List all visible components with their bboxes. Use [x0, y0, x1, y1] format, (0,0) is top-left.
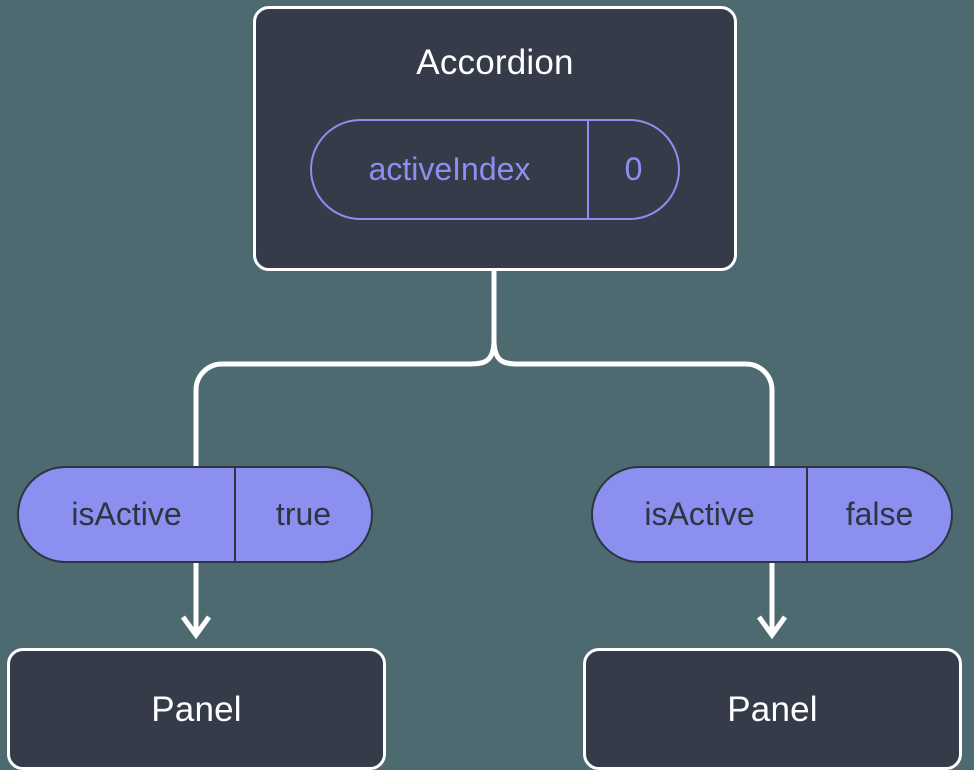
connector-junction [222, 339, 497, 367]
pill-is-active-false-value: false [806, 468, 951, 561]
pill-is-active-true-key: isActive [71, 496, 182, 532]
arrowhead-left [180, 615, 212, 640]
node-accordion-title: Accordion [416, 43, 574, 82]
pill-is-active-true[interactable]: isActive true [17, 466, 373, 563]
node-panel-right[interactable]: Panel [583, 648, 962, 770]
pill-is-active-true-value: true [234, 468, 371, 561]
badge-active-index-key: activeIndex [368, 151, 531, 187]
pill-is-active-false-key: isActive [644, 496, 755, 532]
connector-elbow-left [193, 361, 223, 470]
connector-junction [491, 339, 746, 367]
arrowhead-right [756, 615, 788, 640]
node-panel-left-title: Panel [151, 689, 242, 729]
node-panel-left[interactable]: Panel [7, 648, 386, 770]
badge-active-index[interactable]: activeIndex 0 [310, 119, 680, 220]
pill-is-active-false[interactable]: isActive false [591, 466, 953, 563]
connector-elbow-right [745, 361, 775, 470]
node-panel-right-title: Panel [727, 689, 818, 729]
badge-active-index-value: 0 [587, 121, 678, 218]
